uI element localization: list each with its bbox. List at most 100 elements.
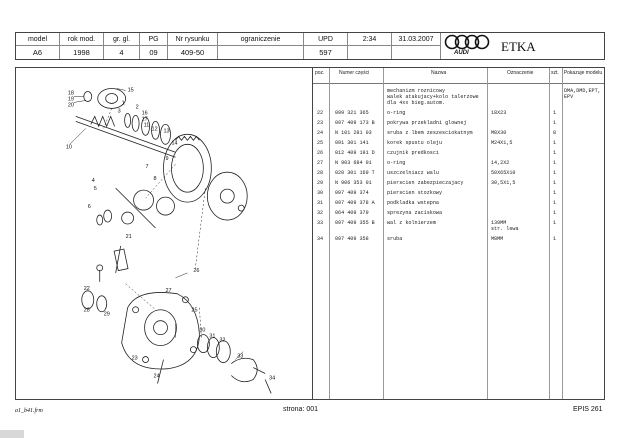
- cell-pos: 25: [317, 140, 324, 146]
- cell-code: str. lewa: [491, 226, 519, 232]
- col-header-model: Pokazuje modelu: [563, 70, 603, 76]
- field-label: gr. gl.: [112, 36, 131, 43]
- cell-name: pierscien zabezpieczajacy: [387, 180, 464, 186]
- cell-name: o-ring: [387, 110, 406, 116]
- cover-housing-part: [121, 292, 200, 370]
- footer-page: strona: 001: [283, 406, 319, 413]
- cell-qty: 1: [553, 220, 557, 226]
- callout-6: 6: [88, 204, 91, 210]
- cell-model: DMA,DMD,EPT,: [564, 88, 601, 94]
- cell-code: 30,5X1,5: [491, 180, 516, 186]
- cell-qty: 1: [553, 190, 557, 196]
- callout-12: 12: [152, 126, 158, 132]
- field-label: UPD: [318, 36, 333, 43]
- cell-model: EPV: [564, 94, 574, 100]
- field-pg: PG 09: [140, 33, 168, 59]
- table-row[interactable]: str. lewa: [313, 226, 604, 233]
- table-row[interactable]: dla 4xx bieg.autom.: [313, 100, 604, 107]
- cell-num: 097 409 355 B: [335, 220, 375, 226]
- corner-stamp: [0, 430, 24, 438]
- exploded-parts-diagram[interactable]: 15 1 2 3 18 19 20 16 17 10 11 12 13 14 9…: [16, 68, 313, 399]
- footer-filename: a1_b41.frm: [15, 408, 43, 414]
- cell-name: czujnik predkosci: [387, 150, 439, 156]
- cell-name: pierscien stozkowy: [387, 190, 443, 196]
- cell-name: sruba z lbem zeszesciokatnym: [387, 130, 473, 136]
- col-header-designation: Oznaczenie: [507, 70, 534, 76]
- app-title: ETKA: [501, 39, 536, 54]
- callout-31: 31: [209, 334, 215, 340]
- callout-21: 21: [126, 234, 132, 240]
- cell-num: 097 409 378 A: [335, 200, 375, 206]
- field-value: 409-50: [180, 48, 205, 57]
- cell-num: 097 409 374: [335, 190, 369, 196]
- cell-pos: 31: [317, 200, 324, 206]
- callout-9: 9: [165, 156, 168, 162]
- callout-14: 14: [171, 140, 177, 146]
- callout-34: 34: [269, 376, 275, 382]
- callout-1: 1: [122, 100, 125, 106]
- field-label: model: [27, 36, 48, 43]
- cell-num: N 101 281 03: [335, 130, 372, 136]
- cell-name: mechanizm roznicowy: [387, 88, 446, 94]
- cell-name: dla 4xx bieg.autom.: [387, 100, 446, 106]
- cell-num: 064 409 379: [335, 210, 369, 216]
- cell-name: wal z kolnierzem: [387, 220, 436, 226]
- callout-7: 7: [146, 164, 149, 170]
- header-table: model A6 rok mod. 1998 gr. gl. 4 PG 09 N…: [15, 32, 605, 60]
- callout-10: 10: [66, 144, 72, 150]
- cell-num: 097 409 173 B: [335, 120, 375, 126]
- cell-num: N 903 684 01: [335, 160, 372, 166]
- cell-name: podkladka wstepna: [387, 200, 439, 206]
- field-value: 4: [119, 48, 124, 57]
- table-row[interactable]: mechanizm roznicowy DMA,DMD,EPT,: [313, 88, 604, 95]
- col-header-part-number: Numer części: [339, 70, 370, 76]
- field-label: Nr rysunku: [175, 36, 210, 43]
- field-label: rok mod.: [67, 36, 96, 43]
- logo-text: AUDI: [454, 50, 469, 56]
- cell-pos: 24: [317, 130, 324, 136]
- cell-name: pokrywa przekladni glownej: [387, 120, 467, 126]
- callout-15: 15: [128, 87, 134, 93]
- table-row[interactable]: 24 N 101 281 03 sruba z lbem zeszesciokatn…: [313, 130, 604, 137]
- cell-num: N 906 353 01: [335, 180, 372, 186]
- cell-qty: 8: [553, 130, 557, 136]
- cell-code: M8MM: [491, 236, 504, 242]
- callout-23: 23: [132, 356, 138, 362]
- callout-2: 2: [136, 104, 139, 110]
- cell-num: 091 301 141: [335, 140, 369, 146]
- cell-code: 18X23: [491, 110, 507, 116]
- field-restriction: ograniczenie: [218, 33, 304, 59]
- col-divider: [329, 68, 330, 399]
- field-time: 2:34: [348, 33, 392, 59]
- callout-8: 8: [154, 176, 157, 182]
- field-value: 09: [149, 48, 158, 57]
- ring-gear-part: [163, 133, 212, 203]
- cell-qty: 1: [553, 120, 557, 126]
- field-label: PG: [148, 36, 159, 43]
- audi-rings-logo: [444, 34, 490, 50]
- cell-name: o-ring: [387, 160, 406, 166]
- cell-code: M8X30: [491, 130, 507, 136]
- cell-name: korek spustu oleju: [387, 140, 443, 146]
- field-time-value: 2:34: [362, 36, 377, 43]
- cell-qty: 1: [553, 180, 557, 186]
- cell-pos: 22: [317, 110, 324, 116]
- cell-qty: 1: [553, 140, 557, 146]
- callout-20: 20: [68, 102, 74, 108]
- field-model: model A6: [16, 33, 60, 59]
- cell-code: 50X65X10: [491, 170, 516, 176]
- cell-qty: 1: [553, 150, 557, 156]
